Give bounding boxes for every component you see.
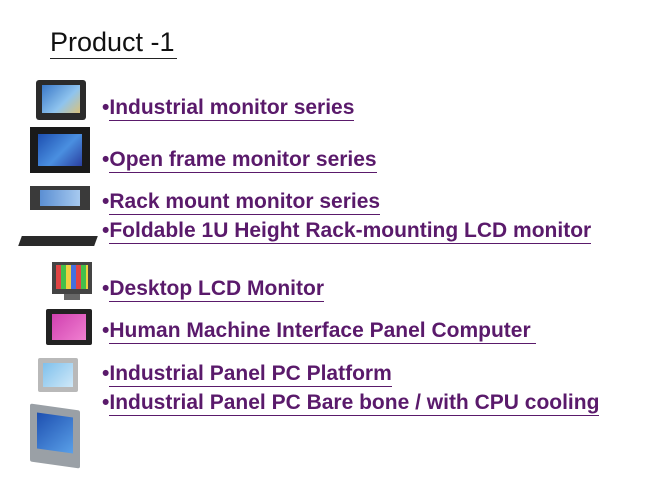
open-frame-monitor-icon [30,127,90,173]
bullet: • [102,190,110,213]
link-industrial-panel-pc-bare-bone[interactable]: Industrial Panel PC Bare bone / with CPU… [109,391,600,416]
desktop-lcd-icon [52,262,92,300]
link-desktop-lcd-monitor[interactable]: Desktop LCD Monitor [109,277,325,302]
list-item: •Desktop LCD Monitor [102,274,325,303]
bullet: • [102,362,110,385]
bullet: • [102,391,110,414]
bullet: • [102,148,110,171]
bullet: • [102,219,110,242]
panel-pc-icon [38,358,78,392]
list-item: •Industrial Panel PC Platform [102,359,392,388]
bullet: • [102,96,110,119]
link-foldable-1u-rack-lcd-monitor[interactable]: Foldable 1U Height Rack-mounting LCD mon… [109,219,592,244]
list-item: •Human Machine Interface Panel Computer [102,316,537,345]
link-industrial-panel-pc-platform[interactable]: Industrial Panel PC Platform [109,362,392,387]
list-item: •Open frame monitor series [102,145,377,174]
industrial-monitor-icon [36,80,86,120]
rack-monitor-icon [30,186,90,210]
hmi-panel-icon [46,309,92,345]
list-item: •Industrial Panel PC Bare bone / with CP… [102,388,602,417]
rack-1u-icon [18,236,98,246]
bullet: • [102,277,110,300]
link-industrial-monitor-series[interactable]: Industrial monitor series [109,96,355,121]
bullet: • [102,319,110,342]
list-item: •Foldable 1U Height Rack-mounting LCD mo… [102,216,602,245]
list-item: •Industrial monitor series [102,93,355,122]
page-title: Product -1 [50,27,177,59]
link-rack-mount-monitor-series[interactable]: Rack mount monitor series [109,190,381,215]
list-item: •Rack mount monitor series [102,187,381,216]
link-open-frame-monitor-series[interactable]: Open frame monitor series [109,148,377,173]
panel-pc-barebone-icon [30,403,80,469]
link-hmi-panel-computer[interactable]: Human Machine Interface Panel Computer [109,319,537,344]
